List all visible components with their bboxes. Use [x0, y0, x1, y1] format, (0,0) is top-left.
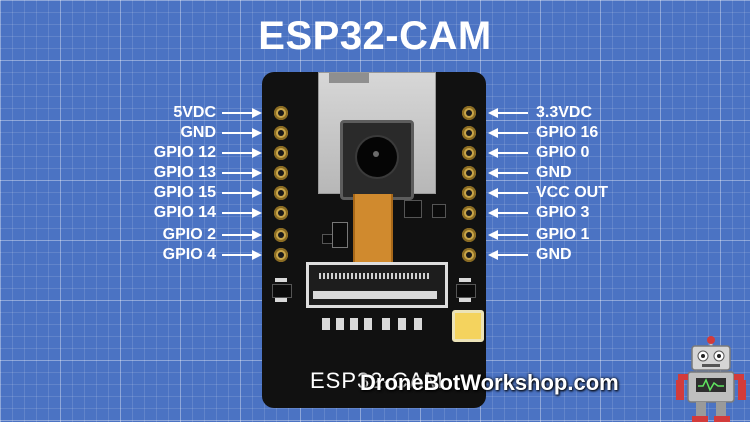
right-pin-label: GPIO 3: [536, 204, 590, 221]
left-pin-pad: [274, 248, 288, 262]
smd-component: [275, 298, 287, 302]
lens-highlight: [373, 151, 379, 157]
arrow-right-icon: [222, 168, 262, 178]
arrow-right-icon: [222, 188, 262, 198]
camera-module: [340, 120, 414, 200]
diagram-title: ESP32-CAM: [258, 14, 492, 58]
smd-component: [364, 318, 372, 330]
left-pin-label: 5VDC: [173, 104, 216, 121]
flash-led: [452, 310, 484, 342]
arrow-left-icon: [488, 108, 528, 118]
smd-component: [382, 318, 390, 330]
right-pin-label: GPIO 16: [536, 124, 599, 141]
right-pin-label: 3.3VDC: [536, 104, 593, 121]
smd-component: [398, 318, 406, 330]
left-pin-pad: [274, 206, 288, 220]
camera-connector: [306, 262, 448, 308]
right-pin-label: GND: [536, 164, 572, 181]
right-pin-pad: [462, 186, 476, 200]
site-watermark: DroneBotWorkshop.com: [360, 370, 619, 395]
right-pin-pad: [462, 166, 476, 180]
left-pin-label: GPIO 4: [162, 246, 216, 263]
smd-component: [336, 318, 344, 330]
smd-component: [275, 278, 287, 282]
arrow-left-icon: [488, 128, 528, 138]
robot-mascot-icon: [676, 336, 746, 422]
smd-component: [459, 298, 471, 302]
arrow-left-icon: [488, 250, 528, 260]
left-pin-pad: [274, 146, 288, 160]
arrow-right-icon: [222, 208, 262, 218]
arrow-left-icon: [488, 188, 528, 198]
right-pin-label: GPIO 0: [536, 144, 590, 161]
left-pin-label: GPIO 13: [153, 164, 216, 181]
arrow-right-icon: [222, 108, 262, 118]
arrow-left-icon: [488, 168, 528, 178]
left-pin-pad: [274, 106, 288, 120]
left-pin-pad: [274, 186, 288, 200]
arrow-right-icon: [222, 250, 262, 260]
left-pin-label: GPIO 2: [162, 226, 216, 243]
right-pin-pad: [462, 146, 476, 160]
arrow-left-icon: [488, 230, 528, 240]
right-pin-label: GND: [536, 246, 572, 263]
board-silkscreen-label: ESP32-CAM: [310, 368, 444, 393]
smd-component: [404, 200, 422, 218]
left-pin-label: GND: [180, 124, 216, 141]
left-pin-pad: [274, 126, 288, 140]
left-pin-pad: [274, 228, 288, 242]
smd-component: [272, 284, 292, 298]
arrow-right-icon: [222, 148, 262, 158]
left-pin-label: GPIO 12: [153, 144, 216, 161]
smd-component: [456, 284, 476, 298]
right-pin-pad: [462, 126, 476, 140]
right-pin-pad: [462, 248, 476, 262]
left-pin-label: GPIO 14: [153, 204, 216, 221]
smd-component: [414, 318, 422, 330]
right-pin-pad: [462, 228, 476, 242]
arrow-right-icon: [222, 128, 262, 138]
smd-component: [350, 318, 358, 330]
smd-component: [322, 318, 330, 330]
smd-component: [432, 204, 446, 218]
left-pin-label: GPIO 15: [153, 184, 216, 201]
arrow-left-icon: [488, 208, 528, 218]
right-pin-label: GPIO 1: [536, 226, 590, 243]
right-pin-pad: [462, 206, 476, 220]
camera-ribbon-cable: [353, 194, 393, 264]
left-pin-pad: [274, 166, 288, 180]
right-pin-pad: [462, 106, 476, 120]
smd-component: [459, 278, 471, 282]
camera-lens: [357, 137, 397, 177]
right-pin-label: VCC OUT: [536, 184, 608, 201]
smd-component: [332, 222, 348, 248]
arrow-left-icon: [488, 148, 528, 158]
arrow-right-icon: [222, 230, 262, 240]
